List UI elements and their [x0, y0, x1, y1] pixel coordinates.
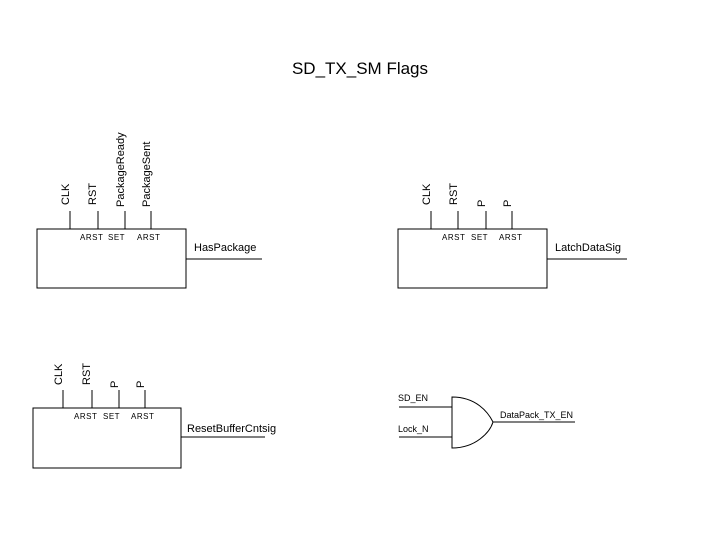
output-label-has-package: HasPackage [194, 242, 256, 254]
port-label-arst: ARST [131, 412, 154, 421]
port-label-set: SET [103, 412, 120, 421]
pin-label-p: P [502, 200, 514, 207]
gate-input-label-lock-n: Lock_N [398, 424, 429, 434]
gate-output-label: DataPack_TX_EN [500, 410, 573, 420]
diagram-title: SD_TX_SM Flags [292, 59, 428, 78]
pin-label-p: P [476, 200, 488, 207]
block-body [32, 407, 182, 469]
gate-body [451, 396, 494, 449]
port-label-arst: ARST [499, 233, 522, 242]
port-label-set: SET [108, 233, 125, 242]
port-label-arst: ARST [74, 412, 97, 421]
pin-label-rst: RST [448, 183, 460, 205]
output-label-reset-buffer-cnt-sig: ResetBufferCntsig [187, 423, 276, 435]
pin-label-rst: RST [87, 183, 99, 205]
pin-label-package-ready: PackageReady [115, 132, 127, 207]
gate-input-label-sd-en: SD_EN [398, 393, 428, 403]
pin-label-p: P [109, 381, 121, 388]
port-label-arst: ARST [442, 233, 465, 242]
pin-label-rst: RST [81, 363, 93, 385]
flag-block-reset-buffer-cnt-sig: CLK RST P P ARST SET ARST ResetBufferCnt… [32, 363, 276, 469]
pin-label-clk: CLK [53, 363, 65, 385]
pin-label-package-sent: PackageSent [141, 142, 153, 207]
pin-label-clk: CLK [421, 183, 433, 205]
flag-block-has-package: CLK RST PackageReady PackageSent ARST SE… [36, 132, 262, 289]
pin-label-p: P [135, 381, 147, 388]
pin-label-clk: CLK [60, 183, 72, 205]
output-label-latch-data-sig: LatchDataSig [555, 242, 621, 254]
flag-block-latch-data-sig: CLK RST P P ARST SET ARST LatchDataSig [397, 183, 627, 289]
and-gate-data-pack-tx-en: SD_EN Lock_N DataPack_TX_EN [398, 393, 575, 449]
port-label-arst: ARST [80, 233, 103, 242]
port-label-set: SET [471, 233, 488, 242]
port-label-arst: ARST [137, 233, 160, 242]
